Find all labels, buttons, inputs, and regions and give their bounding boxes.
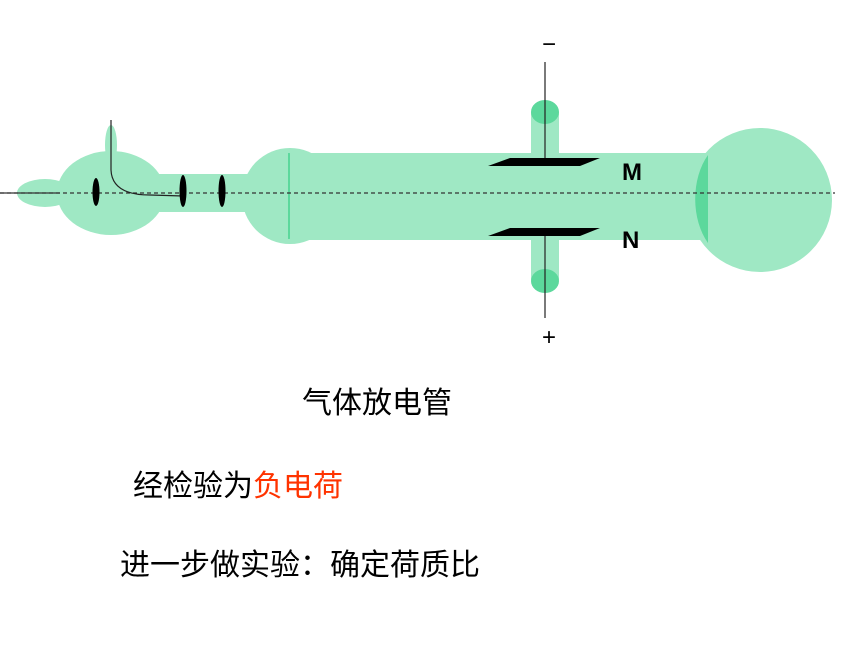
slit-3 xyxy=(218,175,226,207)
charge-result-line: 经检验为负电荷 xyxy=(133,461,343,505)
gas-discharge-tube-diagram: − + M N xyxy=(0,31,835,351)
slit-2 xyxy=(179,175,187,207)
cathode-bulb xyxy=(57,151,165,235)
cathode-wire xyxy=(110,120,184,197)
top-electrode-sign: − xyxy=(542,31,556,58)
plate-n xyxy=(488,228,600,236)
bottom-electrode-sign: + xyxy=(542,324,556,351)
screen-bulb-dark-edge xyxy=(695,155,708,243)
negative-charge-highlight: 负电荷 xyxy=(253,469,343,504)
slit-1 xyxy=(92,178,100,206)
next-experiment-line: 进一步做实验：确定荷质比 xyxy=(120,548,480,583)
plate-m xyxy=(488,158,600,166)
plate-m-label: M xyxy=(622,159,642,186)
screen-bulb xyxy=(688,128,832,272)
diagram-title: 气体放电管 xyxy=(302,386,452,421)
plate-n-label: N xyxy=(622,227,639,254)
charge-result-prefix: 经检验为 xyxy=(133,469,253,504)
main-tube xyxy=(290,153,710,240)
